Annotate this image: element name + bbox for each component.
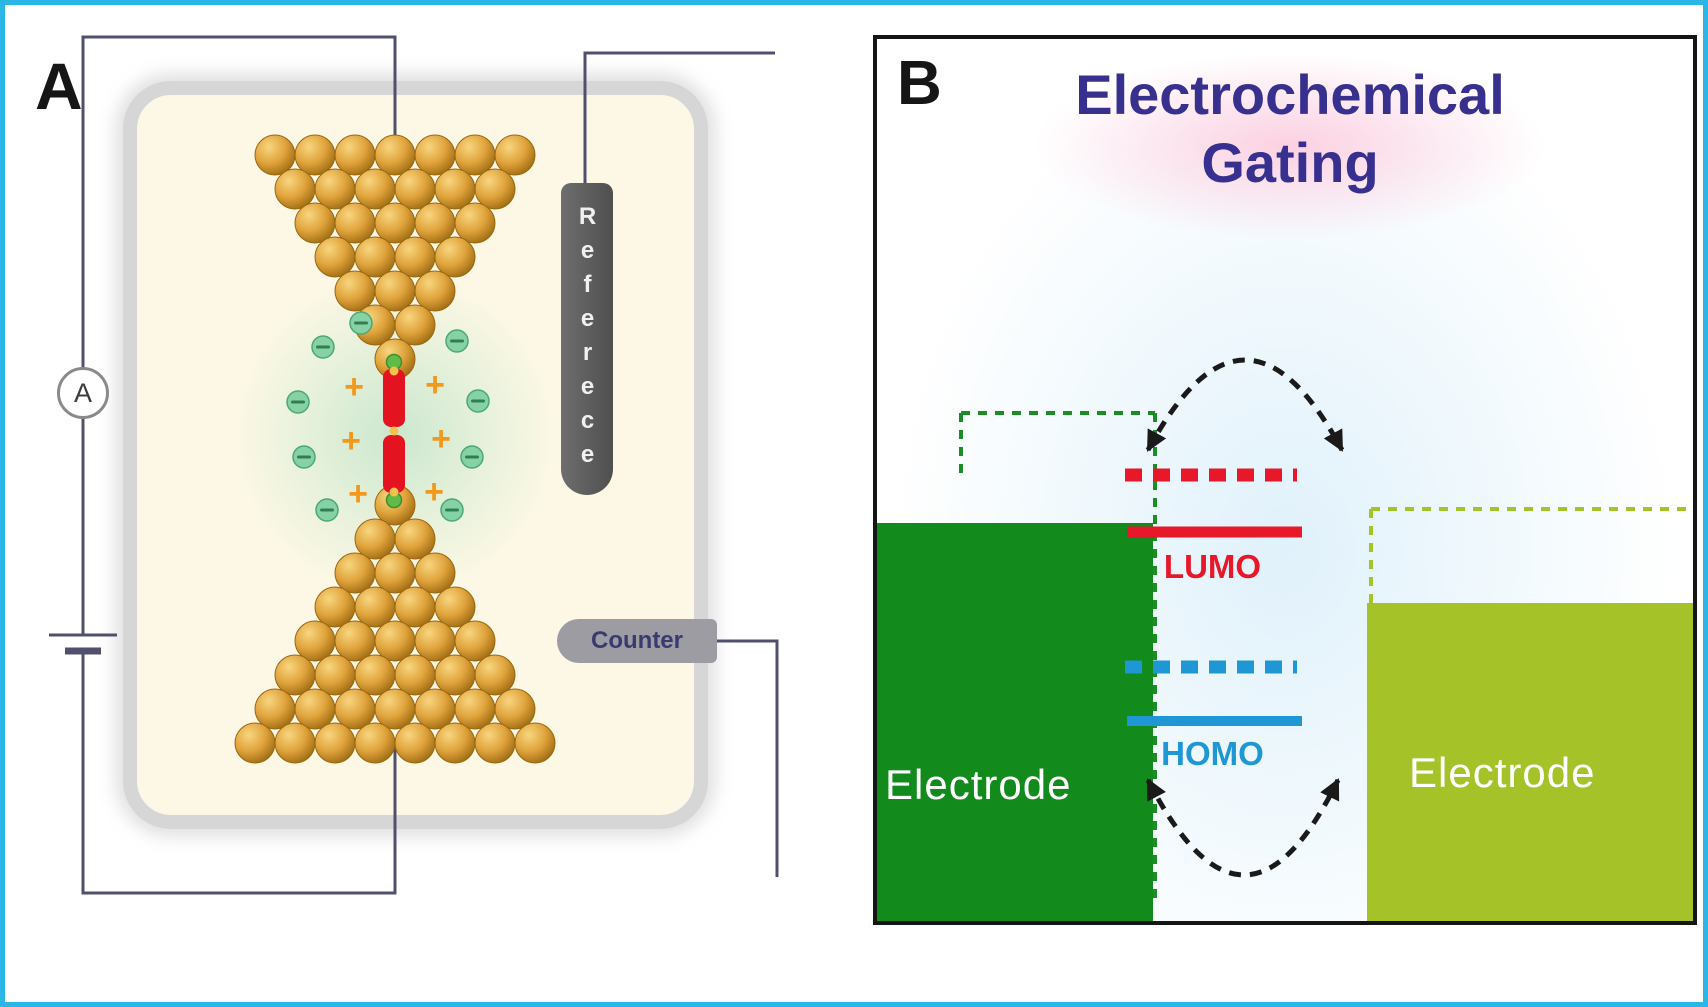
left-electrode-label: Electrode xyxy=(885,761,1072,808)
panel-b-title-line1: Electrochemical xyxy=(1075,63,1505,126)
panel-b-title-line2: Gating xyxy=(1201,131,1379,195)
lumo-label: LUMO xyxy=(1163,548,1262,585)
right-electrode-block: Electrode xyxy=(1367,603,1693,921)
right-electrode-label: Electrode xyxy=(1409,749,1596,796)
panel-b-title: Electrochemical Gating xyxy=(1005,61,1575,198)
panel-a-label: A xyxy=(35,49,83,123)
counter-electrode-label: Counter xyxy=(591,627,683,654)
reference-electrode: Referece xyxy=(561,183,613,495)
reference-electrode-label: Referece xyxy=(574,203,601,475)
ammeter: A xyxy=(57,367,109,419)
left-electrode-block: Electrode xyxy=(877,523,1153,921)
counter-electrode: Counter xyxy=(557,619,717,663)
title-glow xyxy=(1035,53,1545,239)
solution-glow xyxy=(233,273,557,597)
ammeter-label: A xyxy=(73,377,92,408)
homo-label: HOMO xyxy=(1161,735,1264,772)
panel-b-label: B xyxy=(897,49,942,118)
battery-icon xyxy=(49,633,117,655)
wire-counter xyxy=(717,639,779,877)
